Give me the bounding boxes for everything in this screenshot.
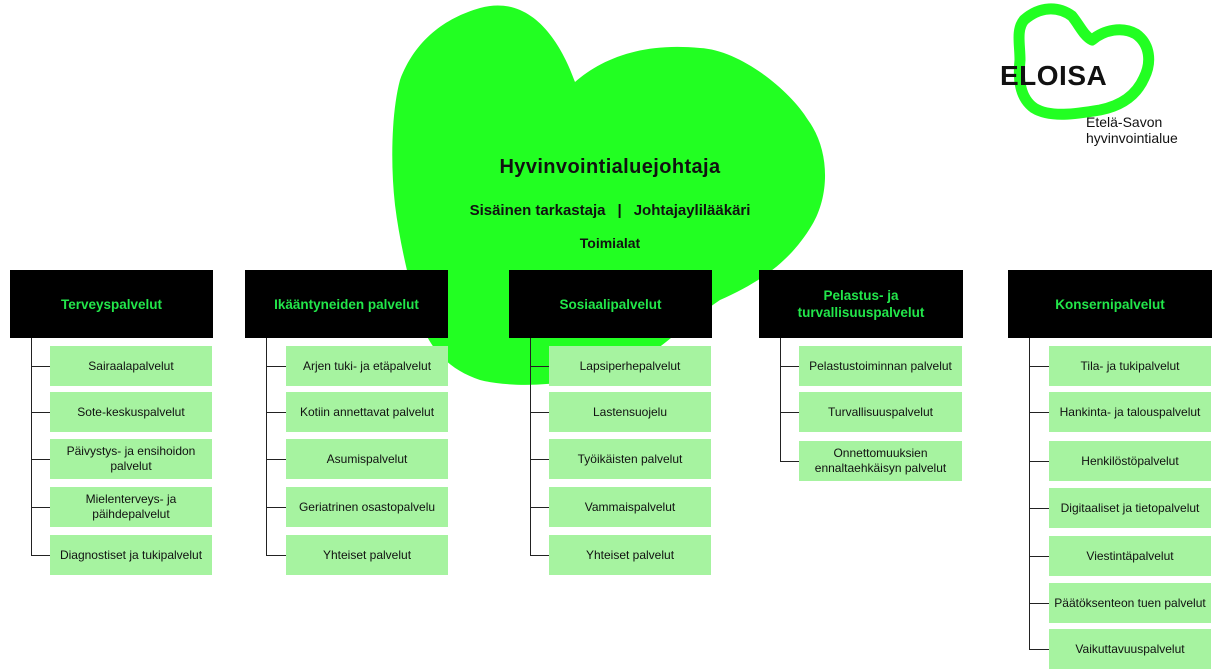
unit-box: Vammaispalvelut — [549, 487, 711, 527]
tree-line — [530, 338, 532, 556]
tree-branch — [780, 412, 799, 414]
tree-branch — [530, 366, 549, 368]
header-pelastus-ja-turvallisuuspalvelut: Pelastus- ja turvallisuuspalvelut — [759, 270, 963, 338]
tree-line — [266, 338, 268, 556]
logo-subtitle: Etelä-Savon hyvinvointialue — [1086, 114, 1178, 146]
director-title: Hyvinvointialuejohtaja — [499, 156, 721, 178]
tree-branch — [1029, 412, 1049, 414]
tree-branch — [31, 507, 50, 509]
unit-box: Työikäisten palvelut — [549, 439, 711, 479]
unit-box: Sote-keskuspalvelut — [50, 392, 212, 432]
tree-branch — [266, 507, 286, 509]
header-ikaantyneiden-palvelut: Ikääntyneiden palvelut — [245, 270, 448, 338]
unit-box: Päätöksenteon tuen palvelut — [1049, 583, 1211, 623]
unit-box: Pelastustoiminnan palvelut — [799, 346, 962, 386]
tree-line — [780, 338, 782, 462]
unit-box: Digitaaliset ja tietopalvelut — [1049, 488, 1211, 528]
tree-branch — [31, 459, 50, 461]
unit-box: Yhteiset palvelut — [549, 535, 711, 575]
tree-branch — [530, 412, 549, 414]
tree-branch — [1029, 366, 1049, 368]
unit-box: Turvallisuuspalvelut — [799, 392, 962, 432]
tree-branch — [530, 507, 549, 509]
tree-branch — [1029, 508, 1049, 510]
tree-branch — [1029, 461, 1049, 463]
eloisa-logo: ELOISA Etelä-Savon hyvinvointialue — [980, 0, 1222, 160]
unit-box: Viestintäpalvelut — [1049, 536, 1211, 576]
header-sosiaalipalvelut: Sosiaalipalvelut — [509, 270, 712, 338]
tree-branch — [1029, 556, 1049, 558]
unit-box: Asumispalvelut — [286, 439, 448, 479]
tree-branch — [1029, 649, 1049, 651]
tree-branch — [530, 459, 549, 461]
unit-box: Lastensuojelu — [549, 392, 711, 432]
internal-auditor-label: Sisäinen tarkastaja — [469, 202, 606, 219]
tree-line — [31, 338, 33, 556]
tree-branch — [266, 555, 286, 557]
unit-box: Diagnostiset ja tukipalvelut — [50, 535, 212, 575]
tree-branch — [780, 366, 799, 368]
unit-box: Yhteiset palvelut — [286, 535, 448, 575]
unit-box: Onnettomuuksien ennaltaehkäisyn palvelut — [799, 441, 962, 481]
header-terveyspalvelut: Terveyspalvelut — [10, 270, 213, 338]
unit-box: Kotiin annettavat palvelut — [286, 392, 448, 432]
tree-branch — [31, 555, 50, 557]
sectors-label: Toimialat — [579, 235, 641, 251]
tree-line — [1029, 338, 1031, 650]
unit-box: Hankinta- ja talouspalvelut — [1049, 392, 1211, 432]
unit-box: Arjen tuki- ja etäpalvelut — [286, 346, 448, 386]
tree-branch — [1029, 603, 1049, 605]
tree-branch — [266, 412, 286, 414]
logo-wordmark: ELOISA — [1000, 60, 1108, 91]
tree-branch — [266, 459, 286, 461]
unit-box: Päivystys- ja ensihoidon palvelut — [50, 439, 212, 479]
unit-box: Vaikuttavuuspalvelut — [1049, 629, 1211, 669]
unit-box: Lapsiperhepalvelut — [549, 346, 711, 386]
unit-box: Geriatrinen osastopalvelu — [286, 487, 448, 527]
unit-box: Tila- ja tukipalvelut — [1049, 346, 1211, 386]
unit-box: Henkilöstöpalvelut — [1049, 441, 1211, 481]
chief-physician-label: Johtajaylilääkäri — [633, 202, 751, 219]
staff-functions-row: Sisäinen tarkastaja | Johtajaylilääkäri — [430, 202, 790, 219]
unit-box: Sairaalapalvelut — [50, 346, 212, 386]
tree-branch — [31, 366, 50, 368]
header-konsernipalvelut: Konsernipalvelut — [1008, 270, 1212, 338]
tree-branch — [31, 412, 50, 414]
tree-branch — [266, 366, 286, 368]
tree-branch — [780, 461, 799, 463]
logo-outline-icon — [1013, 3, 1155, 120]
tree-branch — [530, 555, 549, 557]
separator: | — [617, 202, 622, 219]
unit-box: Mielenterveys- ja päihdepalvelut — [50, 487, 212, 527]
